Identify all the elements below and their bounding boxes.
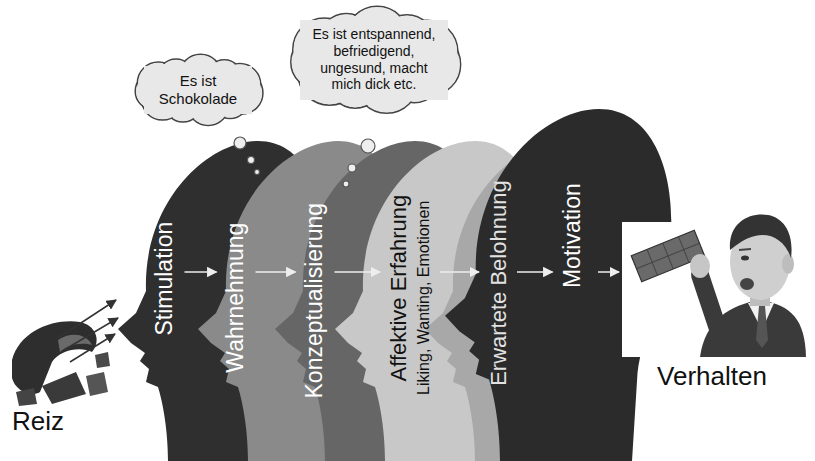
chocolate-illustration <box>12 321 110 406</box>
stage-head: Motivation <box>556 179 589 292</box>
flow-arrow <box>517 271 553 273</box>
stage-head: Stimulation <box>149 217 182 339</box>
flow-arrow <box>185 271 217 273</box>
man-photo <box>622 214 806 357</box>
thought-bubble <box>255 170 260 175</box>
flow-arrow <box>256 271 296 273</box>
stimulus-arrows <box>58 300 118 362</box>
thought-bubbles <box>234 137 375 187</box>
stage-label: Motivation <box>559 183 584 288</box>
caption-label: Verhalten <box>657 362 767 391</box>
thought-bubble <box>348 164 356 172</box>
behaviour-arrow <box>598 271 619 273</box>
thought-cloud: Es ist Schokolade <box>136 58 260 122</box>
thought-bubble <box>343 181 349 187</box>
stage-head: Affektive ErfahrungLiking, Wanting, Emot… <box>383 185 437 399</box>
stage-head: Konzeptualisierung <box>299 198 332 402</box>
thought-text: Es ist Schokolade <box>136 72 260 108</box>
stage-label: Wahrnehmung <box>223 222 248 372</box>
thought-bubble <box>361 139 375 153</box>
stage-head: Erwartete Belohnung <box>482 177 514 390</box>
stage-head: Wahrnehmung <box>220 218 253 376</box>
thought-text: Es ist entspannend, befriedigend, ungesu… <box>292 26 456 93</box>
stage-sublabel: Liking, Wanting, Emotionen <box>415 201 433 395</box>
thought-cloud: Es ist entspannend, befriedigend, ungesu… <box>292 12 456 108</box>
thought-bubble <box>248 157 255 164</box>
stage-label: Affektive Erfahrung <box>387 195 411 382</box>
thought-bubble <box>234 137 246 149</box>
stage-label: Erwartete Belohnung <box>486 180 510 385</box>
stage-label: Konzeptualisierung <box>302 202 327 398</box>
caption-label: Reiz <box>12 407 64 436</box>
head-silhouettes <box>118 109 671 461</box>
stage-label: Stimulation <box>152 221 177 335</box>
flow-arrow <box>335 271 381 273</box>
flow-arrow <box>440 271 479 273</box>
